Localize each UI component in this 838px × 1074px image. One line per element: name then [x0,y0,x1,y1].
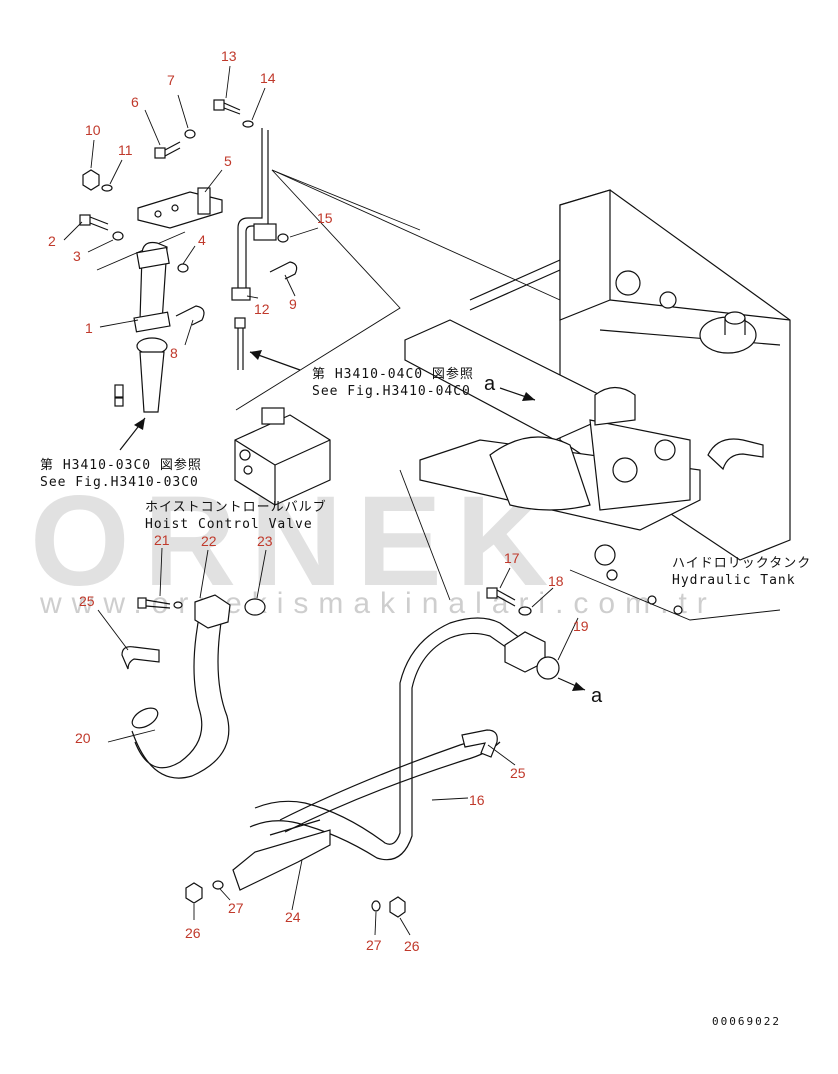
hydraulic-tank-label-jp: ハイドロリックタンク [672,556,811,571]
hoist-valve-label-en: Hoist Control Valve [145,517,313,532]
ref-03c0-en: See Fig.H3410-03C0 [40,475,199,490]
part-label-17: 17 [504,550,520,566]
part-label-2: 2 [48,233,56,249]
arrows [119,350,586,691]
marker-a-bottom: a [591,685,603,707]
part-label-9: 9 [289,296,297,312]
part-label-22: 22 [201,533,217,549]
part-label-14: 14 [260,70,276,86]
hydraulic-tank [404,189,791,615]
part-label-10: 10 [85,122,101,138]
part-label-13: 13 [221,48,237,64]
arrow-head [134,418,145,430]
hoist-valve-label-jp: ホイストコントロールバルブ [145,499,327,515]
part-label-25-bottom: 25 [510,765,526,781]
part-label-19: 19 [573,618,589,634]
part-label-20: 20 [75,730,91,746]
arrow-head [572,682,585,691]
hydraulic-tank-label-en: Hydraulic Tank [672,573,796,588]
part-label-4: 4 [198,232,206,248]
part-label-7: 7 [167,72,175,88]
reference-frames [96,169,781,621]
part-label-12: 12 [254,301,270,317]
ref-03c0-jp: 第 H3410-03C0 図参照 [40,457,202,473]
part-label-6: 6 [131,94,139,110]
part-label-26-right: 26 [404,938,420,954]
reference-notes: 第 H3410-04C0 図参照 See Fig.H3410-04C0 第 H3… [40,366,811,1028]
marker-a-top: a [484,373,496,395]
ref-04c0-en: See Fig.H3410-04C0 [312,384,471,399]
part-label-1: 1 [85,320,93,336]
part-label-27-left: 27 [228,900,244,916]
part-label-16: 16 [469,792,485,808]
part-label-26-left: 26 [185,925,201,941]
part-label-11: 11 [118,142,133,158]
upper-parts [79,99,298,413]
arrow-head [522,392,535,401]
part-label-15: 15 [317,210,333,226]
drawing-code: 00069022 [712,1015,781,1028]
part-label-21: 21 [154,532,170,548]
part-label-3: 3 [73,248,81,264]
part-label-25-top: 25 [79,593,95,609]
arrow-head [250,350,262,360]
part-label-23: 23 [257,533,273,549]
hoist-control-valve [234,407,331,506]
watermark-url: www.ornekismakinalari.com.tr [39,587,717,620]
part-label-5: 5 [224,153,232,169]
lower-piping [121,587,560,918]
part-labels: 1 2 3 4 5 6 7 8 9 10 11 12 13 14 15 16 1… [48,48,589,954]
leader-lines [63,65,579,936]
part-label-18: 18 [548,573,564,589]
part-label-24: 24 [285,909,301,925]
ref-04c0-jp: 第 H3410-04C0 図参照 [312,366,474,382]
part-label-8: 8 [170,345,178,361]
part-label-27-right: 27 [366,937,382,953]
